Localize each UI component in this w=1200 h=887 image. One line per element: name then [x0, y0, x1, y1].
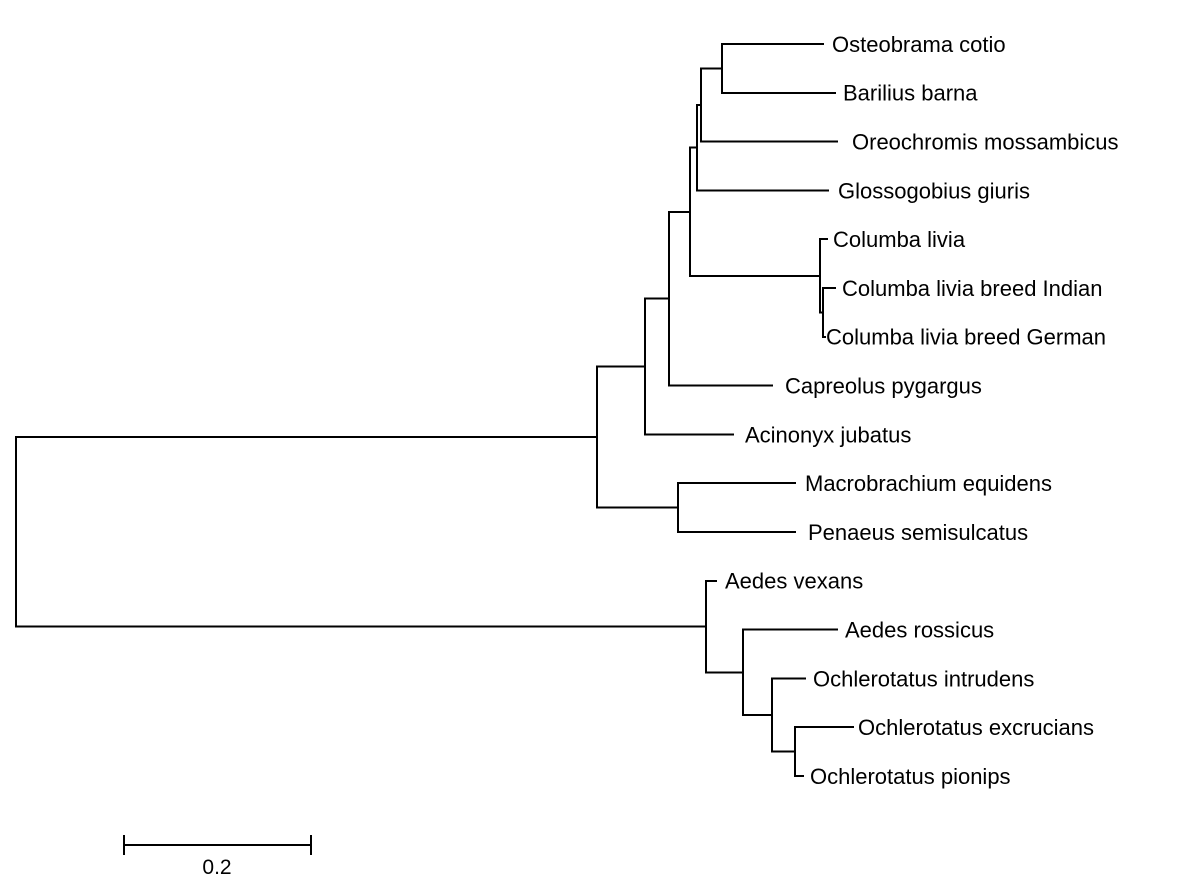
scale-bar-label: 0.2: [202, 856, 231, 879]
taxon-label: Capreolus pygargus: [785, 374, 982, 399]
taxon-label: Osteobrama cotio: [832, 32, 1006, 57]
taxon-label: Oreochromis mossambicus: [852, 130, 1119, 155]
taxon-label: Ochlerotatus excrucians: [858, 715, 1094, 740]
taxon-label: Columba livia breed Indian: [842, 276, 1103, 301]
scale-bar: 0.2: [123, 835, 312, 879]
tree-branches: [15, 43, 854, 777]
taxon-label: Barilius barna: [843, 81, 978, 106]
taxon-label: Acinonyx jubatus: [745, 422, 911, 447]
taxon-label: Penaeus semisulcatus: [808, 520, 1028, 545]
taxon-label: Macrobrachium equidens: [805, 471, 1052, 496]
taxon-label: Glossogobius giuris: [838, 178, 1030, 203]
taxon-label: Columba livia breed German: [826, 325, 1106, 350]
taxon-label: Columba livia: [833, 227, 966, 252]
taxon-label: Ochlerotatus intrudens: [813, 666, 1034, 691]
taxon-label: Ochlerotatus pionips: [810, 764, 1011, 789]
taxon-label: Aedes rossicus: [845, 618, 994, 643]
taxon-label: Aedes vexans: [725, 569, 863, 594]
